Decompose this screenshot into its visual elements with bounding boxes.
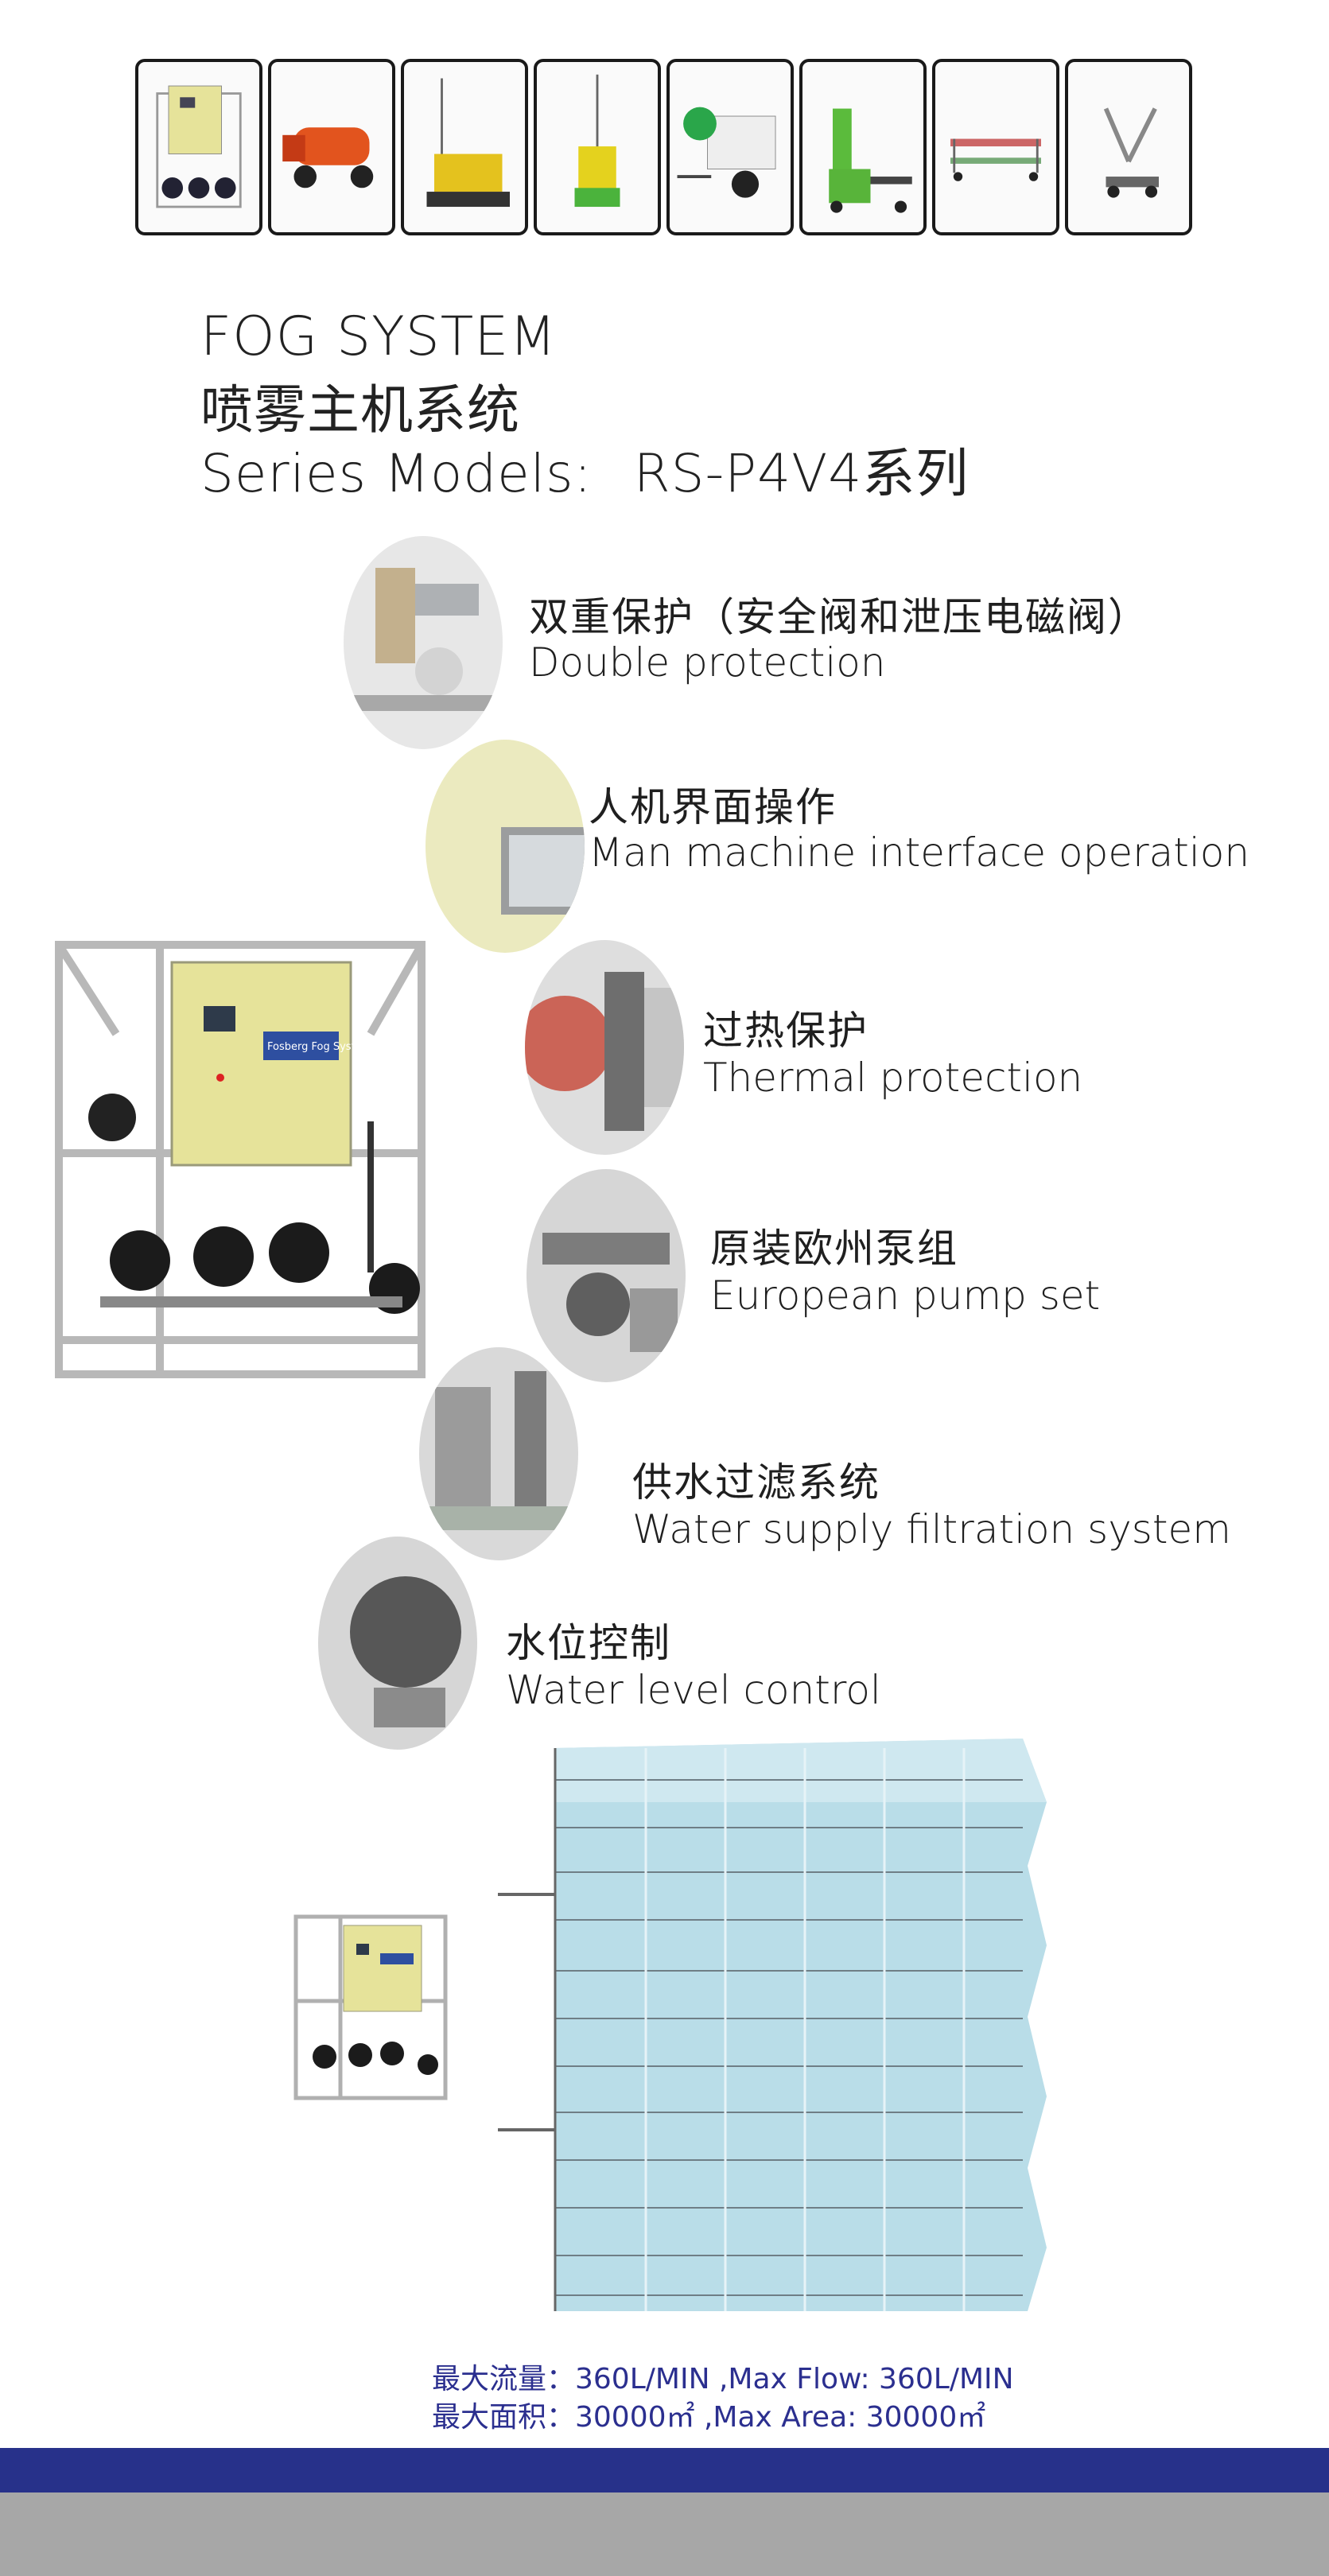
thermal-protection-photo xyxy=(525,940,684,1155)
hmi-panel-photo xyxy=(426,740,585,953)
feature-en-filtration: Water supply filtration system xyxy=(632,1506,1231,1552)
pump-set-photo xyxy=(527,1169,686,1382)
footer-band-blue xyxy=(0,2448,1329,2492)
filtration-photo xyxy=(419,1347,578,1560)
thumbnail-mist-pole[interactable] xyxy=(534,59,661,235)
footer-band-gray xyxy=(0,2492,1329,2576)
feature-en-double-protection: Double protection xyxy=(529,639,886,686)
feature-en-pump: European pump set xyxy=(710,1272,1101,1319)
series-models-label: Series Models: xyxy=(200,443,593,504)
thumbnail-flat-cart[interactable] xyxy=(932,59,1059,235)
feature-en-hmi: Man machine interface operation xyxy=(589,830,1250,876)
thumbnail-fan-cart[interactable] xyxy=(1065,59,1192,235)
feature-zh-hmi: 人机界面操作 xyxy=(589,784,837,830)
feature-en-thermal: Thermal protection xyxy=(703,1055,1083,1101)
product-title-chinese: 喷雾主机系统 xyxy=(200,379,520,441)
series-models-line: Series Models: RS-P4V4系列 xyxy=(200,431,969,507)
thumbnail-tank-trailer[interactable] xyxy=(666,59,794,235)
greenhouse-coverage-diagram xyxy=(498,1739,1047,2311)
thumbnail-mist-tower[interactable] xyxy=(401,59,528,235)
double-protection-photo xyxy=(344,536,503,749)
spec-max-flow: 最大流量：360L/MIN ,Max Flow: 360L/MIN xyxy=(432,2363,1014,2395)
product-title: FOG SYSTEM xyxy=(200,305,557,368)
feature-zh-water-level: 水位控制 xyxy=(506,1620,671,1666)
feature-zh-filtration: 供水过滤系统 xyxy=(632,1459,880,1506)
thumbnail-hand-truck[interactable] xyxy=(799,59,927,235)
feature-zh-thermal: 过热保护 xyxy=(703,1008,869,1054)
feature-zh-double-protection: 双重保护（安全阀和泄压电磁阀） xyxy=(529,594,1149,640)
series-models-value: RS-P4V4系列 xyxy=(633,443,970,504)
thumbnail-fog-cannon[interactable] xyxy=(268,59,395,235)
fog-system-small-photo xyxy=(293,1914,449,2103)
spec-max-area: 最大面积：30000㎡ ,Max Area: 30000㎡ xyxy=(432,2401,986,2434)
feature-zh-pump: 原装欧州泵组 xyxy=(710,1226,958,1272)
feature-en-water-level: Water level control xyxy=(506,1667,881,1713)
fog-system-main-photo: Fosberg Fog System xyxy=(52,938,428,1382)
cabinet-brand-label: Fosberg Fog System xyxy=(267,1041,371,1053)
thumbnail-fog-system[interactable] xyxy=(135,59,262,235)
water-level-photo xyxy=(318,1537,477,1750)
